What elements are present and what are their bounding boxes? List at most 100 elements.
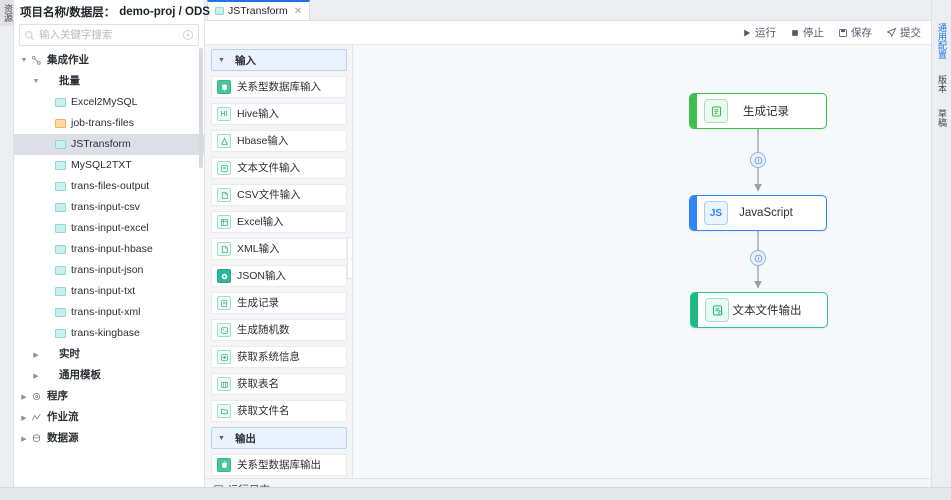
- palette-item[interactable]: 文本文件输入: [211, 157, 347, 179]
- save-icon: [838, 28, 848, 38]
- tree-item-icon: [42, 348, 55, 361]
- palette-item[interactable]: Hbase输入: [211, 130, 347, 152]
- tree-item[interactable]: ▶trans-input-json: [14, 260, 204, 281]
- node-accent-bar: [691, 293, 698, 327]
- explorer-header: 项目名称/数据层： demo-proj / ODS: [14, 0, 210, 24]
- chip-cyan: [54, 138, 67, 151]
- caret-right-icon[interactable]: ▶: [33, 372, 39, 380]
- palette-item[interactable]: 获取文件名: [211, 400, 347, 422]
- search-input[interactable]: [35, 29, 182, 41]
- tree-item[interactable]: ▶trans-files-output: [14, 176, 204, 197]
- system-info-icon: [217, 350, 231, 364]
- stop-button[interactable]: 停止: [790, 25, 824, 40]
- tree-item[interactable]: ▶MySQL2TXT: [14, 155, 204, 176]
- chip-cyan: [54, 222, 67, 235]
- palette-item-label: JSON输入: [237, 270, 287, 282]
- generate-record-icon: [217, 296, 231, 310]
- chip-cyan: [54, 243, 67, 256]
- caret-right-icon[interactable]: ▶: [21, 435, 27, 443]
- tree-item[interactable]: ▶job-trans-files: [14, 113, 204, 134]
- tree-item[interactable]: ▶JSTransform: [14, 134, 204, 155]
- caret-right-icon[interactable]: ▶: [21, 393, 27, 401]
- json-icon: [217, 269, 231, 283]
- palette-item[interactable]: 生成记录: [211, 292, 347, 314]
- run-button[interactable]: 运行: [742, 25, 776, 40]
- palette-item[interactable]: JSON输入: [211, 265, 347, 287]
- text-file-input-icon: [217, 161, 231, 175]
- save-button[interactable]: 保存: [838, 25, 872, 40]
- caret-down-icon[interactable]: ▼: [32, 78, 40, 85]
- palette-item-label: 关系型数据库输出: [237, 459, 321, 471]
- tree-item-label: trans-input-excel: [71, 222, 149, 234]
- get-table-name-icon: [217, 377, 231, 391]
- caret-down-icon[interactable]: ▼: [218, 56, 225, 64]
- palette-group-header[interactable]: ▼输入: [211, 49, 347, 71]
- palette-item[interactable]: 获取系统信息: [211, 346, 347, 368]
- tree-item[interactable]: ▶trans-input-txt: [14, 281, 204, 302]
- tree-item[interactable]: ▶trans-input-excel: [14, 218, 204, 239]
- close-icon[interactable]: ✕: [293, 5, 303, 17]
- tree-item[interactable]: ▶trans-input-csv: [14, 197, 204, 218]
- right-rail-tab[interactable]: 版本: [937, 75, 947, 93]
- palette-item[interactable]: Excel输入: [211, 211, 347, 233]
- tool-btn-label: 提交: [900, 27, 921, 39]
- hop-badge[interactable]: [750, 152, 766, 168]
- explorer-scrollbar[interactable]: [199, 48, 203, 168]
- right-rail-tab[interactable]: 草稿: [937, 109, 947, 127]
- caret-right-icon[interactable]: ▶: [21, 414, 27, 422]
- palette-item[interactable]: 生成随机数: [211, 319, 347, 341]
- tree-item[interactable]: ▶数据源: [14, 428, 204, 449]
- tree-item[interactable]: ▶trans-kingbase: [14, 323, 204, 344]
- tree-item-label: trans-input-json: [71, 264, 144, 276]
- project-explorer: 项目名称/数据层： demo-proj / ODS ▼集成作业▼批量▶Excel…: [14, 0, 210, 500]
- play-icon: [742, 28, 752, 38]
- right-rail-tab[interactable]: 通用配置: [937, 23, 947, 59]
- editor-toolbar: 运行停止保存 提交: [205, 21, 931, 45]
- rail-tab-resources[interactable]: 资源: [0, 0, 14, 26]
- palette-item[interactable]: 获取表名: [211, 373, 347, 395]
- palette-item[interactable]: 关系型数据库输出: [211, 454, 347, 476]
- hop-badge[interactable]: [750, 250, 766, 266]
- caret-right-icon[interactable]: ▶: [33, 351, 39, 359]
- palette-item-label: Excel输入: [237, 216, 284, 228]
- node-accent-bar: [690, 196, 697, 230]
- tree-item[interactable]: ▶trans-input-hbase: [14, 239, 204, 260]
- stop-icon: [790, 28, 800, 38]
- tree-item[interactable]: ▼批量: [14, 71, 204, 92]
- tree-item-label: Excel2MySQL: [71, 96, 138, 108]
- tree-item-label: job-trans-files: [71, 117, 135, 129]
- tree-item[interactable]: ▶Excel2MySQL: [14, 92, 204, 113]
- tree-item[interactable]: ▶通用模板: [14, 365, 204, 386]
- project-tree: ▼集成作业▼批量▶Excel2MySQL▶job-trans-files▶JST…: [14, 48, 204, 500]
- tab-label: JSTransform: [228, 5, 288, 17]
- caret-down-icon[interactable]: ▼: [20, 57, 28, 64]
- flow-node[interactable]: 文本文件输出: [690, 292, 828, 328]
- chip-cyan: [54, 96, 67, 109]
- hive-icon: HI: [217, 107, 231, 121]
- palette-item-label: 生成记录: [237, 297, 279, 309]
- palette-item[interactable]: XML输入: [211, 238, 347, 260]
- flow-node[interactable]: 生成记录: [689, 93, 827, 129]
- refresh-icon[interactable]: [182, 29, 194, 41]
- editor-tab[interactable]: JSTransform ✕: [207, 0, 311, 20]
- tree-item[interactable]: ▼集成作业: [14, 50, 204, 71]
- palette-item[interactable]: 关系型数据库输入: [211, 76, 347, 98]
- palette-group-header[interactable]: ▼输出: [211, 427, 347, 449]
- left-rail: 资源: [0, 0, 14, 500]
- palette-item[interactable]: CSV文件输入: [211, 184, 347, 206]
- tree-item[interactable]: ▶程序: [14, 386, 204, 407]
- tree-item[interactable]: ▶trans-input-xml: [14, 302, 204, 323]
- search-row[interactable]: [19, 24, 199, 46]
- tree-item-label: MySQL2TXT: [71, 159, 132, 171]
- palette-collapse-handle[interactable]: ‹: [347, 237, 352, 279]
- tree-item[interactable]: ▶作业流: [14, 407, 204, 428]
- caret-down-icon[interactable]: ▼: [218, 434, 225, 442]
- tree-item[interactable]: ▶实时: [14, 344, 204, 365]
- submit-button[interactable]: 提交: [886, 25, 921, 40]
- text-file-output-icon: [705, 298, 729, 322]
